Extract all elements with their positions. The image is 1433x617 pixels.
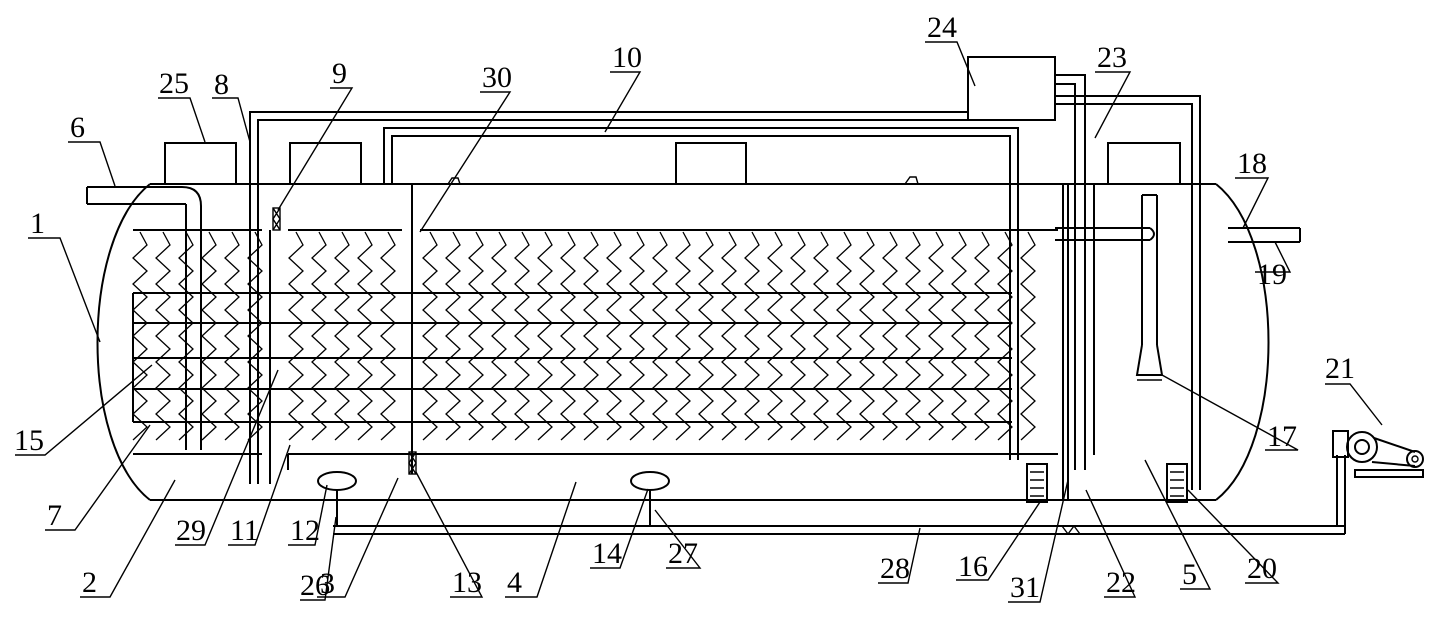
weir-pipe bbox=[1055, 227, 1155, 241]
packing-strand bbox=[675, 231, 691, 441]
packing-strand bbox=[514, 231, 530, 441]
top-pipes bbox=[249, 74, 1201, 490]
aerators bbox=[317, 471, 670, 526]
leader-lines bbox=[15, 41, 1383, 603]
packing-strand bbox=[1020, 231, 1036, 441]
packing-strand bbox=[155, 231, 171, 441]
label-30: 30 bbox=[482, 61, 512, 94]
label-18: 18 bbox=[1237, 147, 1267, 180]
packing-strand bbox=[311, 231, 327, 441]
control-box bbox=[967, 56, 1056, 121]
outlet-pipe bbox=[1228, 227, 1301, 243]
label-6: 6 bbox=[70, 111, 85, 144]
label-15: 15 bbox=[14, 424, 44, 457]
label-5: 5 bbox=[1182, 558, 1197, 591]
packing-strand bbox=[178, 231, 194, 441]
packing-strand bbox=[422, 231, 438, 441]
packing-strand bbox=[652, 231, 668, 441]
label-4: 4 bbox=[507, 566, 522, 599]
packing-strand bbox=[905, 231, 921, 441]
label-28: 28 bbox=[880, 552, 910, 585]
packing-strand bbox=[951, 231, 967, 441]
manholes bbox=[164, 142, 1181, 184]
label-3: 3 bbox=[320, 567, 335, 600]
packing-strand bbox=[334, 231, 350, 441]
packing-strand bbox=[380, 231, 396, 441]
label-25: 25 bbox=[159, 67, 189, 100]
packing-strand bbox=[357, 231, 373, 441]
label-11: 11 bbox=[230, 514, 259, 547]
label-2: 2 bbox=[82, 566, 97, 599]
inlet-pipe bbox=[86, 186, 202, 450]
packing-strand bbox=[859, 231, 875, 441]
packing-strand bbox=[882, 231, 898, 441]
label-19: 19 bbox=[1257, 258, 1287, 291]
label-29: 29 bbox=[176, 514, 206, 547]
packing-zone bbox=[132, 229, 1058, 455]
blower bbox=[1332, 430, 1424, 478]
tank-shell bbox=[96, 183, 1270, 501]
pump-20 bbox=[1166, 463, 1188, 503]
label-26: 26 bbox=[300, 569, 330, 602]
label-10: 10 bbox=[612, 41, 642, 74]
partitions bbox=[269, 184, 1095, 500]
packing-strand bbox=[767, 231, 783, 441]
packing-strand bbox=[288, 231, 304, 441]
packing-strand bbox=[721, 231, 737, 441]
packing-strand bbox=[813, 231, 829, 441]
label-1: 1 bbox=[30, 207, 45, 240]
packing-strand bbox=[698, 231, 714, 441]
packing-strand bbox=[629, 231, 645, 441]
packing-strand bbox=[445, 231, 461, 441]
packing-strand bbox=[744, 231, 760, 441]
label-9: 9 bbox=[332, 57, 347, 90]
top-fittings bbox=[447, 176, 919, 185]
packing-strand bbox=[928, 231, 944, 441]
packing-strand bbox=[790, 231, 806, 441]
packing-strand bbox=[132, 231, 148, 441]
label-16: 16 bbox=[958, 550, 988, 583]
air-pipe bbox=[333, 455, 1346, 536]
packing-strand bbox=[201, 231, 217, 441]
label-7: 7 bbox=[47, 499, 62, 532]
label-23: 23 bbox=[1097, 41, 1127, 74]
packing-strand bbox=[974, 231, 990, 441]
label-27: 27 bbox=[668, 537, 698, 570]
label-13: 13 bbox=[452, 566, 482, 599]
label-24: 24 bbox=[927, 11, 957, 44]
label-8: 8 bbox=[214, 68, 229, 101]
valve-13 bbox=[408, 451, 417, 475]
label-14: 14 bbox=[592, 537, 622, 570]
packing-strand bbox=[560, 231, 576, 441]
label-17: 17 bbox=[1267, 420, 1297, 453]
label-20: 20 bbox=[1247, 552, 1277, 585]
packing-strand bbox=[997, 231, 1013, 441]
packing-strand bbox=[491, 231, 507, 441]
valve-9 bbox=[272, 207, 281, 231]
pump-16 bbox=[1026, 463, 1048, 503]
packing-strand bbox=[247, 231, 263, 441]
packing-strand bbox=[583, 231, 599, 441]
labels: 1 2 3 4 5 6 7 8 9 10 11 12 13 14 15 16 1… bbox=[14, 11, 1355, 604]
packing-strand bbox=[606, 231, 622, 441]
label-22: 22 bbox=[1106, 566, 1136, 599]
packing-strand bbox=[537, 231, 553, 441]
packing-strand bbox=[224, 231, 240, 441]
packing-strand bbox=[836, 231, 852, 441]
label-21: 21 bbox=[1325, 352, 1355, 385]
label-31: 31 bbox=[1010, 571, 1040, 604]
packing-media bbox=[132, 231, 1036, 441]
label-12: 12 bbox=[290, 514, 320, 547]
settling-tube bbox=[1135, 194, 1164, 381]
packing-strand bbox=[468, 231, 484, 441]
